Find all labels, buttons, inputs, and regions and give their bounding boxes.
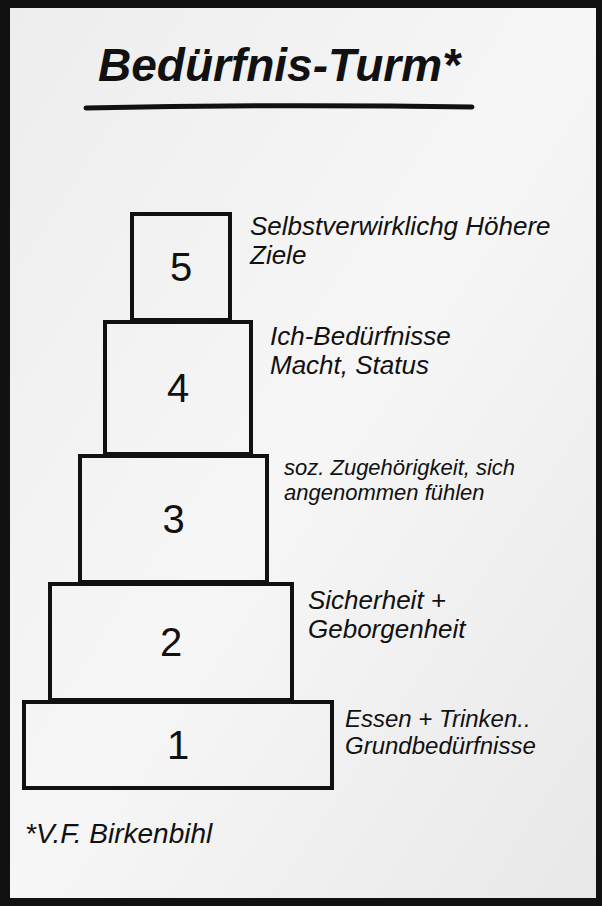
- tower-block: 5: [130, 212, 232, 322]
- level-number: 2: [160, 620, 182, 664]
- level-description: Sicherheit + Geborgenheit: [308, 586, 538, 644]
- title: Bedürfnis-Turm*: [98, 40, 568, 92]
- paper-sheet: [10, 8, 596, 898]
- level-number: 1: [167, 723, 189, 767]
- footnote: *V.F. Birkenbihl: [25, 818, 345, 849]
- tower-block: 1: [22, 700, 334, 790]
- level-description: Selbstverwirklichg Höhere Ziele: [250, 212, 580, 270]
- tower-block: 4: [103, 320, 253, 456]
- level-number: 4: [167, 366, 189, 410]
- level-description: Essen + Trinken.. Grundbedürfnisse: [345, 706, 590, 760]
- tower-block: 2: [48, 582, 294, 702]
- level-description: Ich-Bedürfnisse Macht, Status: [270, 322, 520, 380]
- level-number: 5: [170, 245, 192, 289]
- title-underline: [86, 106, 472, 108]
- level-description: soz. Zugehörigkeit, sich angenommen fühl…: [284, 456, 529, 505]
- level-number: 3: [162, 497, 184, 541]
- tower-block: 3: [78, 454, 269, 584]
